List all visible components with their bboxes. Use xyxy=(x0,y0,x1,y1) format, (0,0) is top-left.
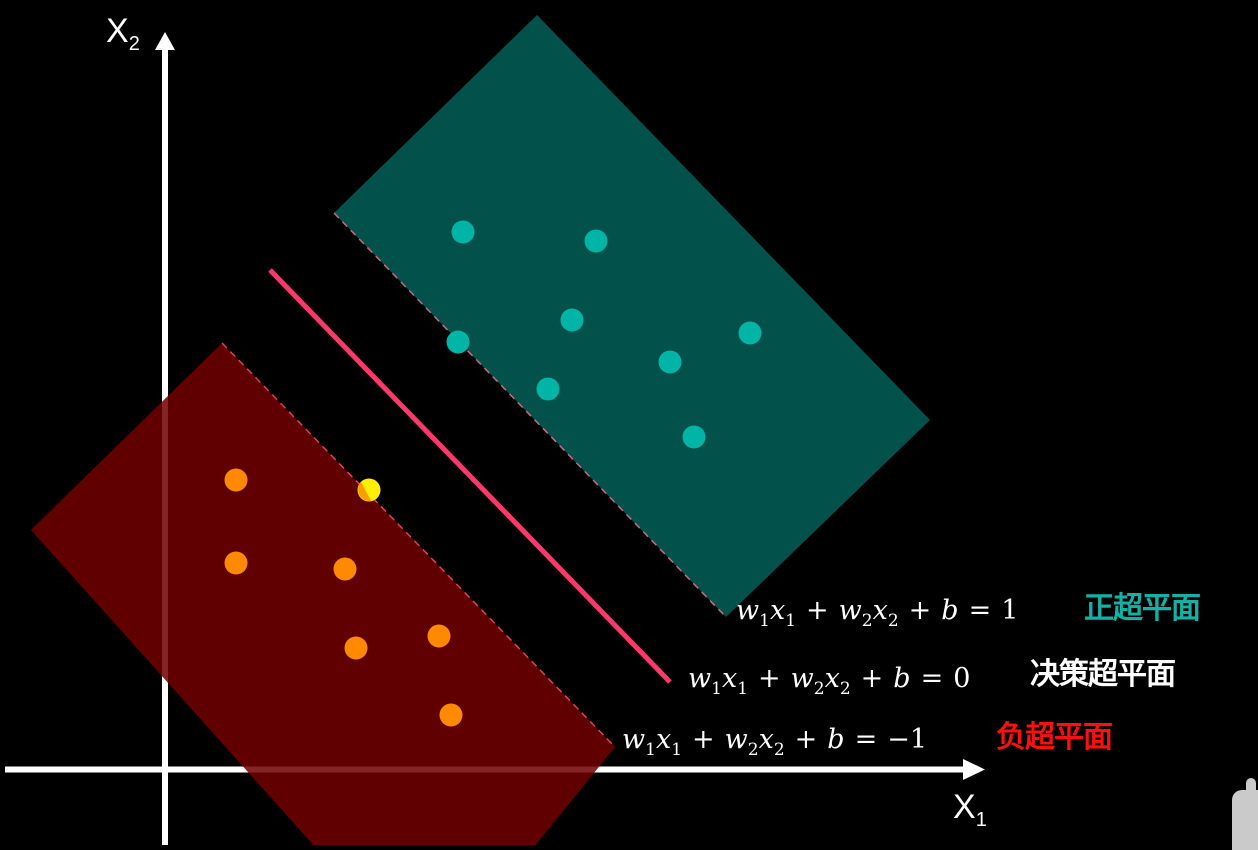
data-point xyxy=(333,557,357,581)
data-point xyxy=(446,330,470,354)
data-points xyxy=(224,220,762,727)
negative-margin-line xyxy=(221,342,616,748)
data-point xyxy=(560,308,584,332)
label-negative-hyperplane: 负超平面 xyxy=(996,720,1113,755)
data-point xyxy=(344,636,368,660)
decision-hyperplane-line xyxy=(268,268,672,684)
data-point xyxy=(738,321,762,345)
positive-region xyxy=(334,15,930,617)
y-axis-label-text: X xyxy=(106,12,129,50)
label-positive-hyperplane: 正超平面 xyxy=(1084,591,1201,626)
y-axis-label: X2 xyxy=(106,14,140,54)
support-vector-overlap xyxy=(358,482,371,502)
x-axis-label: X1 xyxy=(953,790,987,830)
data-point xyxy=(451,220,475,244)
equation-decision-hyperplane: w1x1+w2x2+b=0 xyxy=(688,663,971,699)
data-point xyxy=(536,377,560,401)
positive-margin-line xyxy=(333,212,727,618)
data-point xyxy=(224,468,248,492)
data-point xyxy=(427,624,451,648)
negative-region xyxy=(31,343,615,845)
x-axis-label-sub: 1 xyxy=(975,809,987,831)
data-point xyxy=(658,350,682,374)
equation-negative-hyperplane: w1x1+w2x2+b=−1 xyxy=(622,724,928,760)
equation-positive-hyperplane: w1x1+w2x2+b=1 xyxy=(736,595,1019,631)
data-point xyxy=(682,425,706,449)
floating-assistant-widget[interactable] xyxy=(1232,778,1258,850)
x-axis-label-text: X xyxy=(953,788,976,826)
data-point xyxy=(584,229,608,253)
data-point xyxy=(224,551,248,575)
x-axis-arrow-icon xyxy=(963,759,985,780)
y-axis-label-sub: 2 xyxy=(128,33,140,55)
data-point xyxy=(439,703,463,727)
y-axis-arrow-icon xyxy=(155,32,175,50)
label-decision-hyperplane: 决策超平面 xyxy=(1030,657,1176,692)
